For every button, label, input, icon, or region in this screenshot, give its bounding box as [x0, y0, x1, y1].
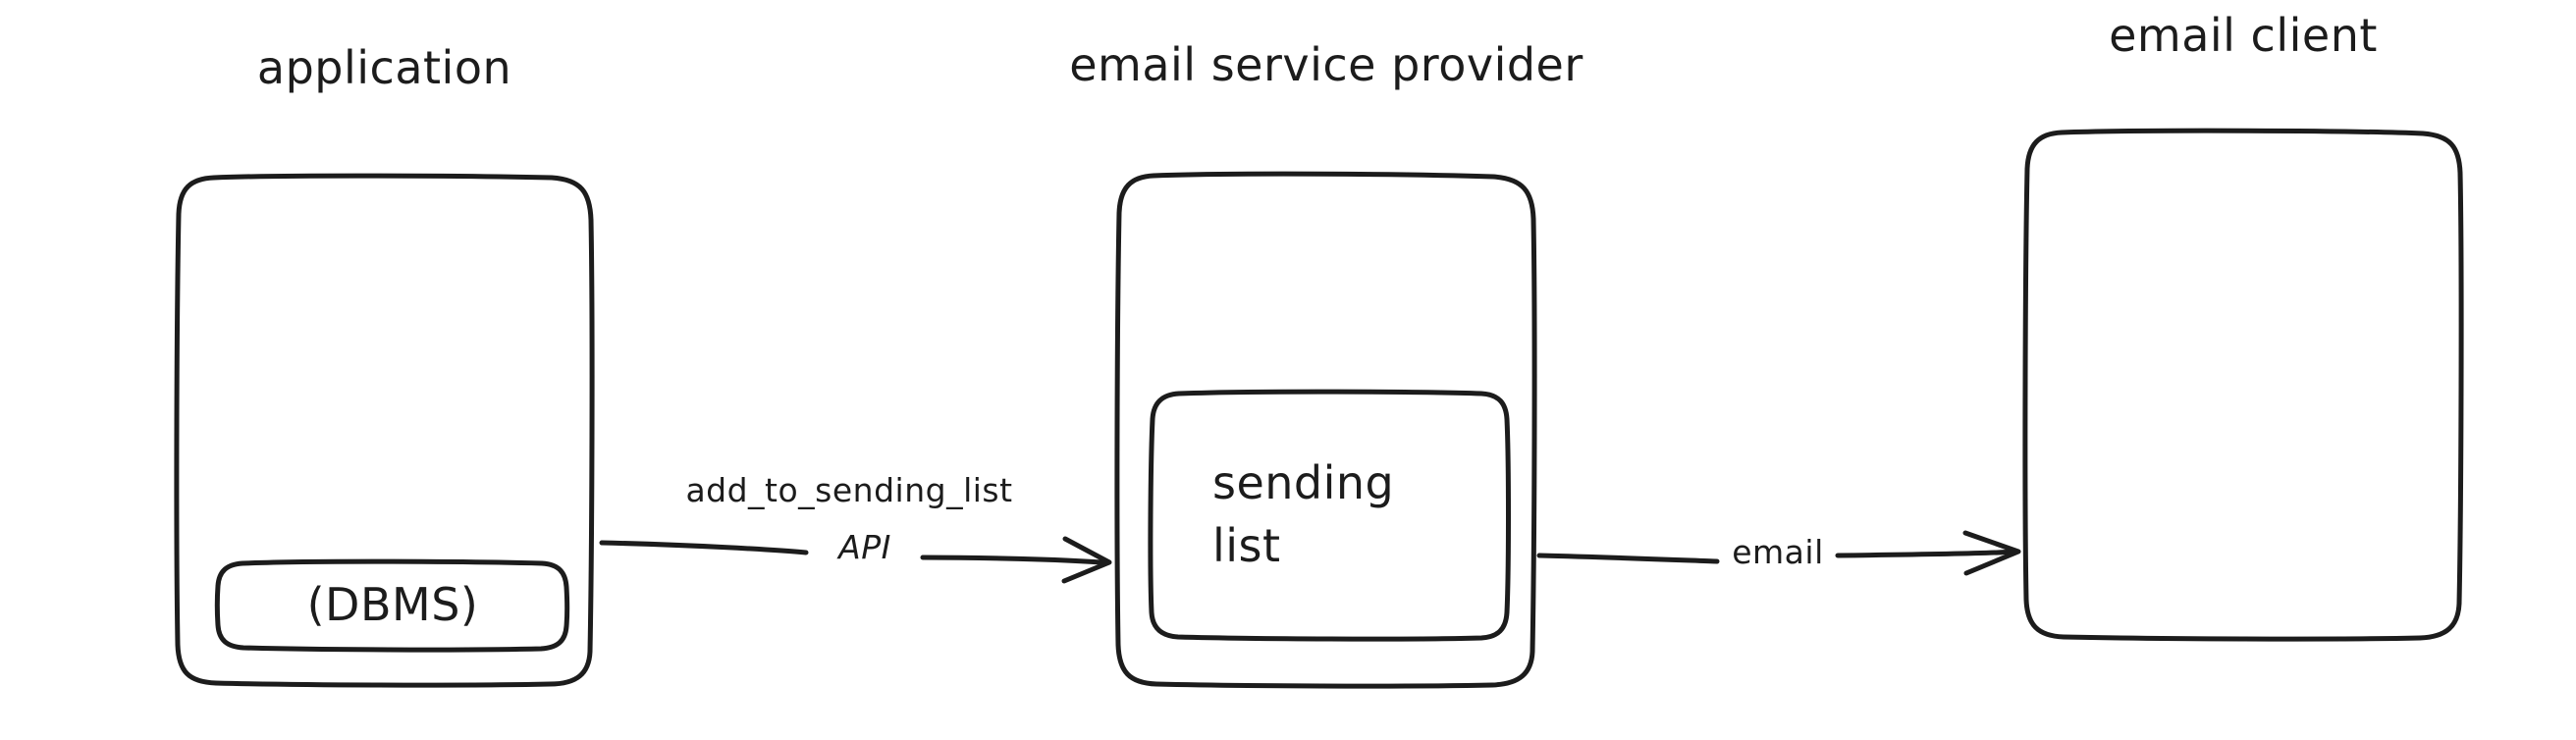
sending-list-label-line-2: list	[1212, 519, 1281, 572]
email-client-caption: email client	[2109, 9, 2378, 62]
edge-esp-to-client-arrowhead	[1962, 530, 2021, 576]
edge-esp-to-client-line-left	[1536, 553, 1720, 564]
edge-application-to-esp-line-left	[599, 540, 809, 555]
application-box-shape[interactable]	[174, 173, 595, 688]
esp-caption: email service provider	[1069, 38, 1583, 91]
edge-esp-to-client-label: email	[1732, 533, 1824, 571]
email-client-box-shape[interactable]	[2022, 128, 2464, 642]
edge-application-to-esp-label-line-1: add_to_sending_list	[685, 471, 1013, 509]
sending-list-box-shape[interactable]	[1148, 389, 1511, 642]
edge-application-to-esp-arrowhead	[1061, 536, 1112, 584]
edge-application-to-esp-line-right	[920, 555, 1104, 565]
esp-box-shape[interactable]	[1114, 171, 1537, 689]
edge-esp-to-client-line-right	[1835, 549, 2017, 558]
edge-application-to-esp-label-line-2: API	[838, 528, 891, 566]
dbms-label: (DBMS)	[306, 578, 479, 631]
dbms-box-shape[interactable]	[214, 558, 570, 653]
application-caption: application	[256, 41, 512, 94]
sending-list-label-line-1: sending	[1212, 456, 1395, 509]
